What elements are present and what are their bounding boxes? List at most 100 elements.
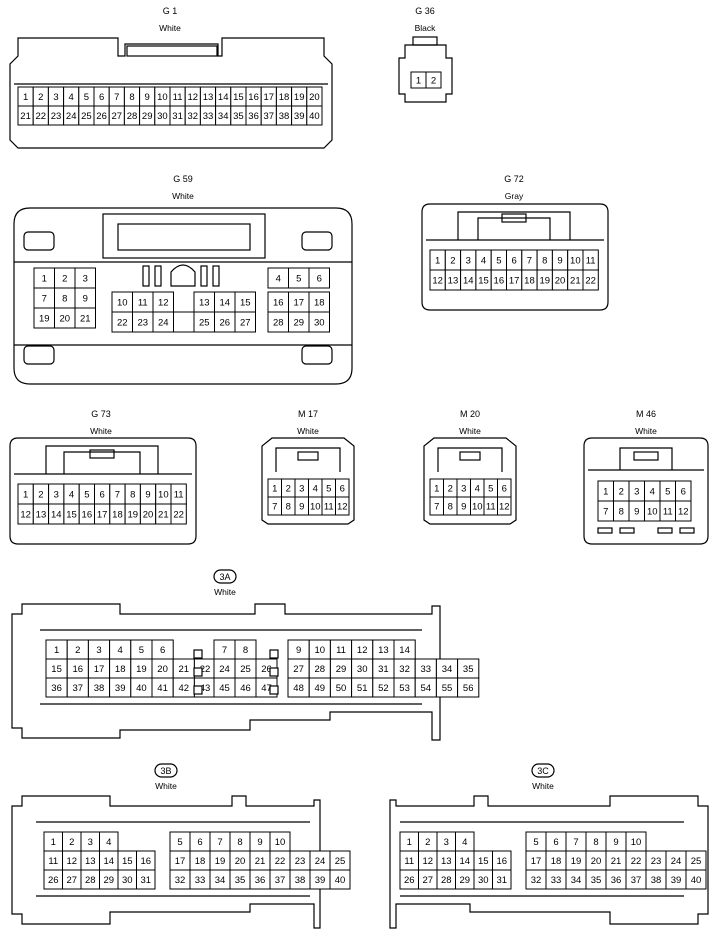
3c-pin-label: 26 [404,875,415,886]
3b-pin-label: 36 [255,875,266,886]
g72-pin-label: 6 [512,256,517,267]
g73-pin-label: 3 [54,490,59,501]
m20-pin-label: 12 [499,502,510,513]
g1-pin-label: 11 [173,92,183,103]
g59-pin-label: 1 [42,274,47,285]
3c-pin-label: 33 [551,875,562,886]
3a-pin-label: 7 [222,645,227,656]
3b-pin-label: 35 [235,875,246,886]
3a-guide-square [193,649,203,659]
3c-pin-label: 20 [591,856,602,867]
m20-pin-label: 8 [448,502,453,513]
m20-pin-label: 5 [488,484,493,495]
g73-lock [45,445,159,474]
g59-pin-label: 5 [296,274,301,285]
3a-pin-label: 35 [463,664,474,675]
g1-pin-label: 16 [248,92,259,103]
g73-pin-label: 1 [23,490,28,501]
3a-badge [213,569,237,584]
m17-pin-label: 4 [313,484,318,495]
3b-pin-label: 8 [237,837,242,848]
3c-pin-label: 14 [459,856,470,867]
3a-pin-label: 8 [243,645,248,656]
g72-pin-label: 17 [509,276,520,287]
3b-pin-label: 11 [48,856,58,867]
m20-pin-label: 9 [461,502,466,513]
3a-pin-label: 9 [296,645,301,656]
m20-pin-label: 11 [486,502,496,513]
g1-pin-label: 34 [218,111,229,122]
connector-3a: 3A White 1234561516171819202122233637383… [11,569,480,741]
3b-pin-label: 30 [122,875,133,886]
m46-pin-label: 1 [603,487,608,498]
g1-pin-label: 36 [248,111,259,122]
m17-latch [297,451,319,461]
m46-pin-label: 7 [603,507,608,518]
g1-pin-label: 25 [81,111,92,122]
m20-pin-cell [497,496,512,516]
3b-pin-label: 14 [103,856,114,867]
g72-pin-label: 13 [448,276,459,287]
3b-pin-label: 29 [103,875,114,886]
3b-rail [36,821,310,897]
g73-pin-label: 10 [158,490,169,501]
m17-pin-cell [335,496,350,516]
3a-pin-label: 52 [378,683,389,694]
m17-color: White [297,426,319,436]
g59-pin-label: 25 [199,318,210,329]
3a-pin-label: 47 [261,683,272,694]
g73-pin-label: 4 [69,490,74,501]
3b-pin-label: 9 [257,837,262,848]
g1-pin-label: 5 [84,92,89,103]
g73-pin-label: 19 [127,510,138,521]
g72-pin-label: 4 [481,256,486,267]
3c-pin-label: 5 [533,837,538,848]
m46-latch [633,451,659,461]
m46-pin-label: 3 [634,487,639,498]
g73-pin-label: 18 [112,510,123,521]
g59-name: G 59 [173,174,193,184]
g73-pin-label: 9 [145,490,150,501]
3a-pin-label: 27 [293,664,304,675]
m46-housing [583,437,709,545]
3c-pin-label: 22 [631,856,642,867]
3a-guide-square [269,649,279,659]
3c-pin-label: 39 [671,875,682,886]
m17-pin-label: 8 [286,502,291,513]
g1-pin-label: 29 [142,111,153,122]
3a-pin-label: 18 [115,664,126,675]
3c-pin-cell [492,869,512,890]
g59-pin-label: 27 [240,318,251,329]
3c-pin-label: 1 [407,837,412,848]
3a-pin-label: 55 [442,683,453,694]
g1-pin-label: 30 [157,111,168,122]
3b-pin-label: 17 [175,856,186,867]
3c-pin-label: 35 [591,875,602,886]
g73-pin-label: 16 [82,510,93,521]
m20-lock [437,447,503,472]
g59-pin-cell [74,307,96,329]
3a-housing [11,603,441,741]
g73-pin-label: 6 [100,490,105,501]
3a-pin-label: 2 [75,645,80,656]
g72-pin-label: 20 [555,276,566,287]
g72-pin-label: 5 [496,256,501,267]
g1-pin-label: 26 [96,111,107,122]
g72-pin-label: 7 [527,256,532,267]
g59-pin-label: 7 [42,294,47,305]
3b-pin-label: 16 [140,856,151,867]
m46-pin-label: 2 [619,487,624,498]
3c-pin-label: 9 [613,837,618,848]
m20-pin-label: 10 [472,502,483,513]
3c-pin-label: 6 [553,837,558,848]
g59-pin-label: 30 [314,318,325,329]
m20-name: M 20 [460,409,480,419]
